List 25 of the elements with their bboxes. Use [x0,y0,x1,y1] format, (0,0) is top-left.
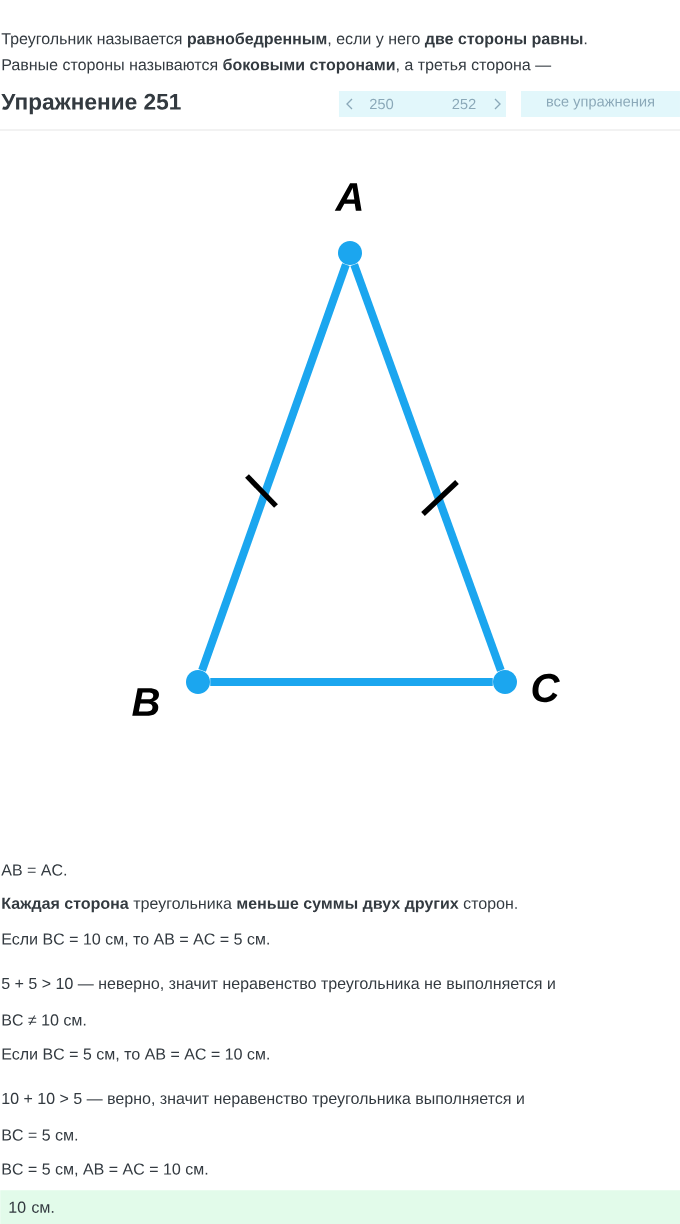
heading: Упражнение 251 [1,93,181,115]
text-line: AB = AC. [1,864,67,876]
text-line: Если BC = 5 см, то AB = AC = 10 см. [2,1048,269,1062]
vertex-dot [493,670,517,694]
triangle-side [350,263,505,672]
text-line: Равные стороны называются боковыми сторонами, а третья сторона — [2,58,552,74]
text-line: 5 + 5 > 10 — неверно, значит неравенство треугольника не выполняется и [1,977,555,993]
vertex-label: C [532,673,560,703]
answer-box: 10 см. [0,1190,680,1224]
text-line: 10 + 10 > 5 — верно, значит неравенство треугольника выполняется и [2,1092,524,1108]
vertex-label: A [334,183,362,211]
node-label: 252 [452,98,476,110]
vertex-dot [186,670,210,694]
nav-button: 250 [338,91,425,117]
nav-button: 252 [422,91,506,117]
text-line: Треугольник называется равнобедренным, если у него две стороны равны. [1,32,587,48]
vertex-dot [338,241,362,265]
text-line: Если BC = 10 см, то AB = AC = 5 см. [2,933,269,947]
vertex-label: B [132,688,159,716]
text-line: BC = 5 см. [2,1129,78,1141]
triangle-side [198,263,350,672]
text-line: BC ≠ 10 см. [2,1014,86,1026]
nav-button: все упражнения [521,91,680,117]
node-label: 250 [370,98,394,110]
text-line: Каждая сторона треугольника меньше суммы двух других сторон. [2,897,517,913]
